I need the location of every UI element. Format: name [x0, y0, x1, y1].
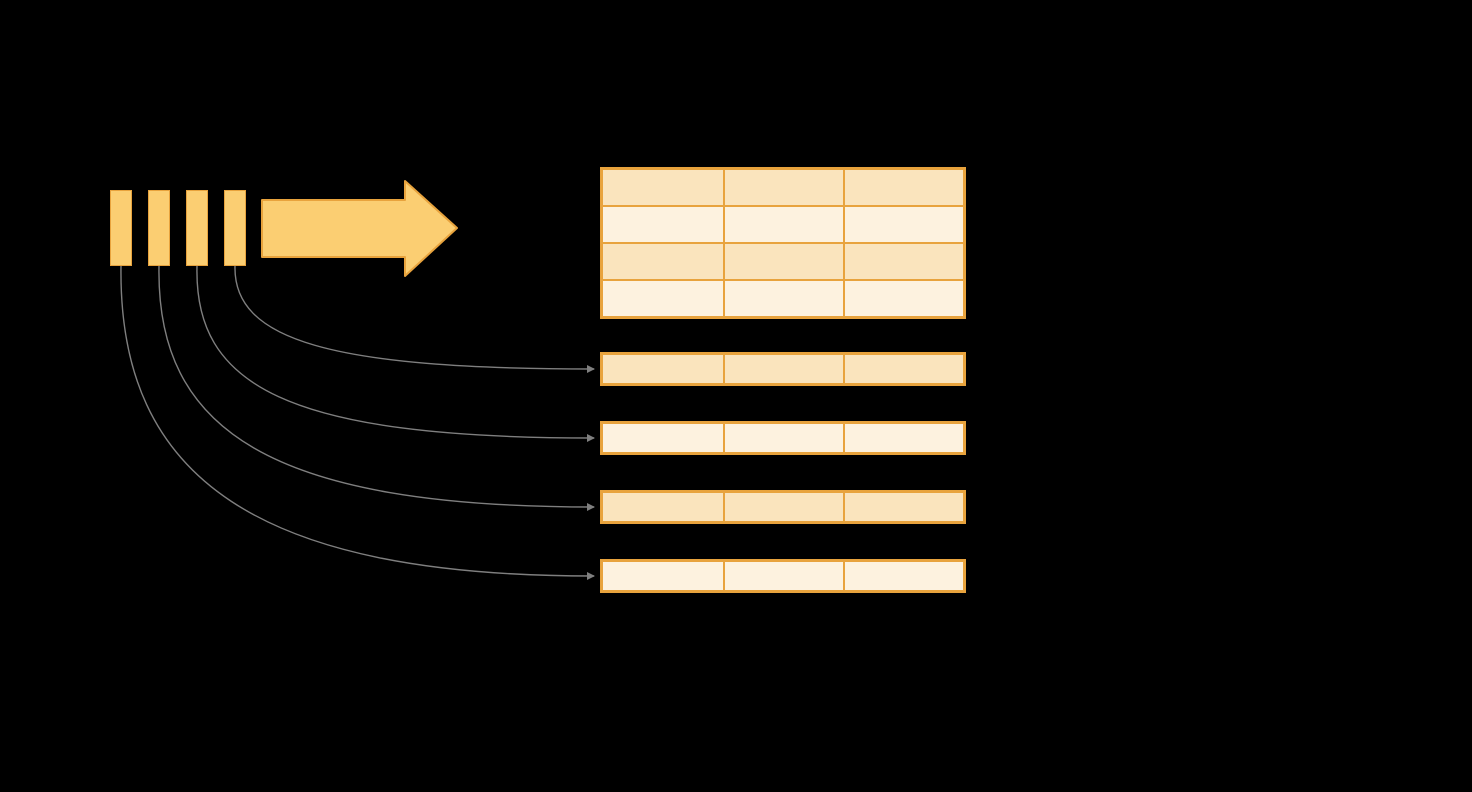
- table-cell: [602, 169, 724, 206]
- connector-arrow: [120, 265, 595, 580]
- table-cell: [724, 280, 844, 317]
- row-cell: [602, 492, 724, 522]
- table-cell: [602, 280, 724, 317]
- table-cell: [844, 243, 964, 280]
- row-cell: [724, 561, 844, 591]
- table-cell: [724, 243, 844, 280]
- stream-segment: [148, 190, 170, 266]
- connector-arrow: [234, 265, 595, 373]
- table-cell: [602, 243, 724, 280]
- row-table: [600, 352, 966, 386]
- stream-segment: [110, 190, 132, 266]
- table-cell: [844, 169, 964, 206]
- connector-arrow: [196, 265, 595, 442]
- table-cell: [602, 206, 724, 243]
- table-cell: [724, 169, 844, 206]
- row-cell: [602, 423, 724, 453]
- stream-segment: [186, 190, 208, 266]
- row-cell: [724, 423, 844, 453]
- row-table: [600, 490, 966, 524]
- flow-arrow-icon: [261, 180, 458, 277]
- row-cell: [724, 354, 844, 384]
- row-table: [600, 421, 966, 455]
- connectors-group: [120, 265, 595, 580]
- row-cell: [844, 423, 964, 453]
- row-cell: [602, 354, 724, 384]
- table-cell: [844, 206, 964, 243]
- stream-segment: [224, 190, 246, 266]
- row-cell: [602, 561, 724, 591]
- row-cell: [844, 561, 964, 591]
- table-cell: [724, 206, 844, 243]
- row-cell: [844, 492, 964, 522]
- connector-arrow: [158, 265, 595, 511]
- row-cell: [844, 354, 964, 384]
- row-table: [600, 559, 966, 593]
- row-cell: [724, 492, 844, 522]
- main-table: [600, 167, 966, 319]
- table-cell: [844, 280, 964, 317]
